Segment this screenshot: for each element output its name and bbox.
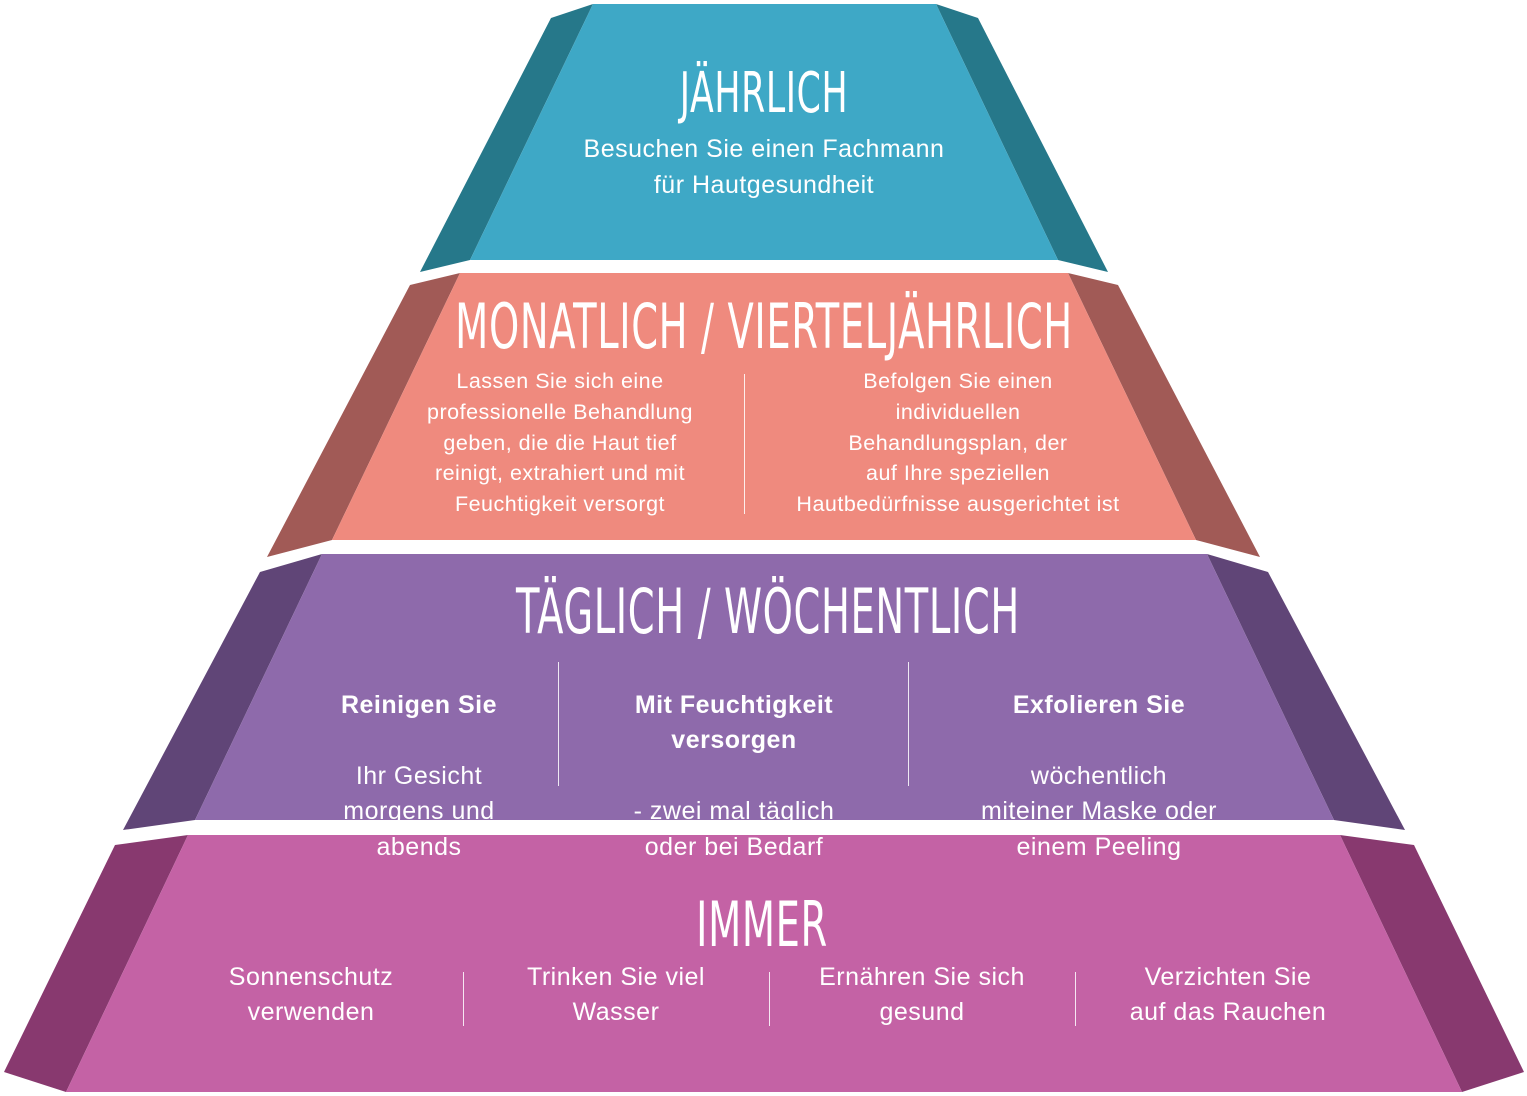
tier-annual-text: Besuchen Sie einen Fachmann für Hautgesu…	[583, 135, 945, 199]
tier-always-side-right	[1340, 835, 1524, 1092]
tier-always-col-4: Verzichten Sie auf das Rauchen	[1129, 963, 1327, 1026]
tier-monthly-shape	[267, 273, 1260, 557]
tier-daily-col-3: Exfolieren Sie wöchentlich miteiner Mask…	[939, 652, 1259, 901]
tier-monthly-side-right	[1068, 273, 1260, 557]
tier-always-divider-3	[1075, 972, 1076, 1026]
tier-monthly-face	[332, 273, 1196, 540]
tier-monthly-title: MONATLICH / VIERTELJÄHRLICH	[455, 290, 1073, 363]
tier-always-col-1: Sonnenschutz verwenden	[228, 963, 394, 1026]
tier-annual-side-left	[420, 4, 593, 272]
tier-daily-col-3-heading: Exfolieren Sie	[1012, 690, 1186, 719]
tier-daily-col-1-text: Ihr Gesicht morgens und abends	[343, 761, 495, 861]
tier-monthly-col-1: Lassen Sie sich eine professionelle Beha…	[427, 369, 693, 517]
tier-daily-divider-2	[908, 662, 909, 786]
tier-daily-side-left	[123, 554, 322, 830]
tier-daily-col-1: Reinigen Sie Ihr Gesicht morgens und abe…	[304, 652, 534, 901]
tier-daily-col-1-heading: Reinigen Sie	[340, 690, 498, 719]
tier-annual-face	[470, 4, 1058, 260]
tier-daily-side-right	[1207, 554, 1405, 830]
tier-annual-side-right	[936, 4, 1108, 272]
tier-always-col-3: Ernähren Sie sich gesund	[819, 963, 1025, 1026]
tier-daily-col-3-text: wöchentlich miteiner Maske oder einem Pe…	[981, 761, 1217, 861]
tier-always-divider-2	[769, 972, 770, 1026]
tier-monthly-col-2: Befolgen Sie einen individuellen Behandl…	[796, 369, 1120, 517]
tier-daily-title: TÄGLICH / WÖCHENTLICH	[516, 575, 1020, 648]
tier-daily-col-2: Mit Feuchtigkeit versorgen - zwei mal tä…	[584, 652, 884, 901]
tier-always-side-left	[4, 835, 188, 1092]
tier-monthly-divider	[744, 374, 745, 514]
tier-annual-shape	[420, 4, 1108, 272]
tier-daily-shape	[123, 554, 1405, 830]
tier-daily-divider-1	[558, 662, 559, 786]
tier-daily-col-2-heading: Mit Feuchtigkeit versorgen	[634, 690, 834, 755]
tier-always-shape	[4, 835, 1524, 1092]
tier-always-face	[66, 835, 1462, 1092]
tier-always-col-2: Trinken Sie viel Wasser	[527, 963, 705, 1026]
tier-always-divider-1	[463, 972, 464, 1026]
tier-monthly-side-left	[267, 273, 460, 557]
tier-always-title: IMMER	[696, 888, 828, 961]
tier-annual-title: JÄHRLICH	[679, 61, 849, 126]
tier-daily-face	[195, 554, 1334, 820]
tier-daily-col-2-text: - zwei mal täglich oder bei Bedarf	[633, 797, 835, 861]
